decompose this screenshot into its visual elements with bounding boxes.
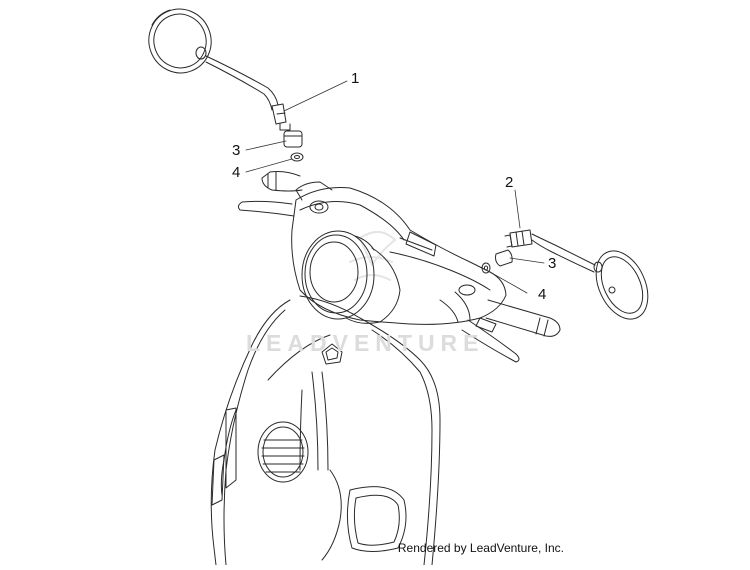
adapter-right: [482, 250, 512, 273]
callout-part-4-left: 4: [232, 164, 241, 181]
horn-grille: [258, 422, 308, 482]
callout-part-4-right: 4: [538, 286, 547, 303]
headlight: [302, 231, 400, 323]
emblem: [322, 344, 342, 364]
adapter-left: [284, 131, 303, 161]
watermark-text: LEADVENTURE: [246, 330, 485, 356]
callout-part-3-right: 3: [548, 255, 557, 272]
callout-part-2: 2: [505, 174, 514, 191]
render-credit: Rendered by LeadVenture, Inc.: [397, 541, 564, 555]
callout-part-1: 1: [351, 70, 360, 87]
watermark-logo-icon: [350, 232, 395, 280]
mirror-right: [505, 230, 658, 327]
handlebar-cover: [238, 172, 560, 363]
callout-part-3-left: 3: [232, 142, 241, 159]
leader-lines: [246, 81, 544, 293]
mirror-left: [140, 0, 290, 130]
